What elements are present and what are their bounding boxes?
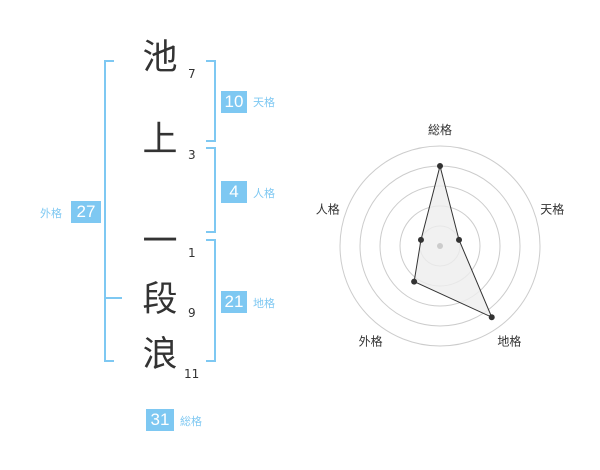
radar-axis-label-2: 天格 (540, 202, 564, 217)
gaikaku-bracket (104, 60, 114, 362)
tenkaku-value: 10 (221, 91, 247, 113)
name-char-1: 池 (142, 38, 178, 78)
chikaku-bracket (206, 239, 216, 362)
radar-point-4 (411, 278, 418, 285)
tenkaku-bracket (206, 60, 216, 142)
gaikaku-value: 27 (71, 201, 101, 223)
tenkaku-label: 天格 (253, 96, 275, 109)
stroke-count-2: 3 (188, 148, 196, 162)
radar-grid-ring-5 (339, 145, 541, 347)
radar-axis-label-4: 外格 (359, 333, 383, 348)
gaikaku-label: 外格 (40, 207, 62, 220)
chikaku-value: 21 (221, 291, 247, 313)
radar-point-2 (456, 236, 463, 243)
jinkaku-value: 4 (221, 181, 247, 203)
soukaku-label: 総格 (180, 415, 202, 428)
radar-point-5 (417, 236, 424, 243)
jinkaku-label: 人格 (253, 187, 275, 200)
radar-series-area (413, 165, 493, 319)
chikaku-label: 地格 (253, 297, 275, 310)
stroke-count-1: 7 (188, 67, 196, 81)
stroke-count-5: 11 (184, 367, 200, 381)
name-char-3: 一 (142, 222, 178, 262)
radar-center-dot (437, 243, 443, 249)
radar-axis-label-3: 地格 (497, 333, 521, 348)
radar-axis-label-1: 総格 (428, 122, 452, 137)
name-char-2: 上 (142, 120, 178, 160)
stroke-count-3: 1 (188, 246, 196, 260)
stroke-count-4: 9 (188, 306, 196, 320)
name-char-5: 浪 (142, 335, 178, 375)
jinkaku-bracket (206, 147, 216, 233)
soukaku-value: 31 (146, 409, 174, 431)
radar-point-1 (437, 163, 443, 169)
radar-axis-label-5: 人格 (316, 202, 340, 217)
gaikaku-divider (104, 297, 122, 299)
name-char-4: 段 (142, 280, 178, 320)
radar-point-3 (488, 314, 495, 321)
